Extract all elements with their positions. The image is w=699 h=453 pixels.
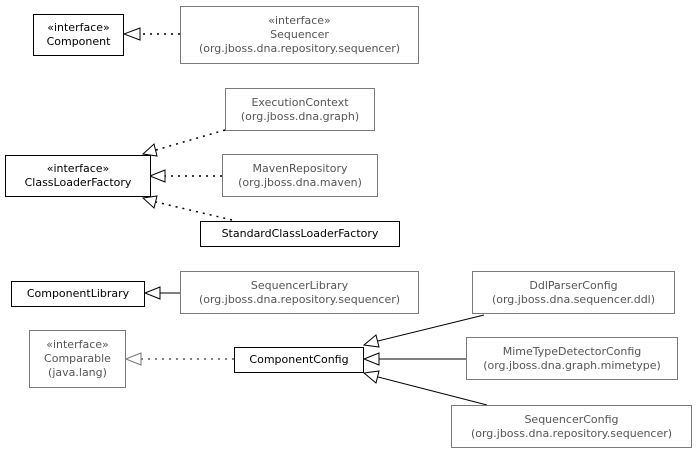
node-component-config[interactable]: ComponentConfig xyxy=(234,347,364,373)
node-execution-context-package: (org.jboss.dna.graph) xyxy=(240,109,360,123)
arrowhead-componentconfig-mid xyxy=(362,352,380,366)
node-comparable-name: Comparable xyxy=(44,352,111,365)
node-maven-repository-name: MavenRepository xyxy=(252,161,348,175)
node-comparable-package: (java.lang) xyxy=(48,366,107,379)
arrowhead-component xyxy=(122,27,141,41)
edge-executioncontext-to-classloaderfactory xyxy=(155,129,226,151)
node-component-stereotype: «interface» xyxy=(47,21,110,34)
node-sequencer-name: Sequencer xyxy=(270,28,329,41)
node-component-name: Component xyxy=(46,35,111,48)
edge-sequencerconfig-to-componentconfig xyxy=(377,376,488,406)
arrowhead-componentlibrary xyxy=(143,286,161,300)
node-comparable-stereotype: «interface» xyxy=(46,338,109,351)
node-component-config-name: ComponentConfig xyxy=(249,353,349,366)
node-mime-type-detector-config-name: MimeTypeDetectorConfig xyxy=(502,344,642,358)
node-maven-repository-package: (org.jboss.dna.maven) xyxy=(238,175,362,189)
node-ddl-parser-config-name: DdlParserConfig xyxy=(529,278,618,292)
node-sequencer-stereotype: «interface» xyxy=(268,14,331,27)
node-component[interactable]: «interface» Component xyxy=(33,14,124,56)
node-comparable[interactable]: «interface» Comparable (java.lang) xyxy=(29,330,126,388)
node-sequencer-config-name: SequencerConfig xyxy=(524,412,619,426)
node-sequencer-config-package: (org.jboss.dna.repository.sequencer) xyxy=(470,426,673,440)
node-class-loader-factory[interactable]: «interface» ClassLoaderFactory xyxy=(5,155,151,197)
node-sequencer-config[interactable]: SequencerConfig (org.jboss.dna.repositor… xyxy=(451,405,692,448)
arrowhead-componentconfig-top xyxy=(362,334,380,348)
arrowhead-classloaderfactory-bottom xyxy=(141,195,158,209)
node-maven-repository[interactable]: MavenRepository (org.jboss.dna.maven) xyxy=(222,154,378,197)
arrowhead-classloaderfactory-mid xyxy=(148,169,166,183)
node-sequencer[interactable]: «interface» Sequencer (org.jboss.dna.rep… xyxy=(180,6,419,64)
node-ddl-parser-config[interactable]: DdlParserConfig (org.jboss.dna.sequencer… xyxy=(472,271,675,314)
node-ddl-parser-config-package: (org.jboss.dna.sequencer.ddl) xyxy=(491,292,656,306)
node-execution-context[interactable]: ExecutionContext (org.jboss.dna.graph) xyxy=(225,88,375,131)
node-sequencer-package: (org.jboss.dna.repository.sequencer) xyxy=(198,42,401,55)
node-class-loader-factory-stereotype: «interface» xyxy=(46,162,110,175)
arrowhead-componentconfig-bottom xyxy=(362,370,380,384)
node-execution-context-name: ExecutionContext xyxy=(251,95,349,109)
edge-ddlparserconfig-to-componentconfig xyxy=(377,314,485,342)
node-standard-class-loader-factory-name: StandardClassLoaderFactory xyxy=(221,227,379,240)
node-class-loader-factory-name: ClassLoaderFactory xyxy=(24,176,132,189)
edge-standardclassloaderfactory-to-classloaderfactory xyxy=(155,201,233,221)
node-component-library-name: ComponentLibrary xyxy=(26,287,130,300)
node-sequencer-library-package: (org.jboss.dna.repository.sequencer) xyxy=(198,292,401,306)
arrowhead-comparable xyxy=(124,352,142,366)
node-sequencer-library[interactable]: SequencerLibrary (org.jboss.dna.reposito… xyxy=(180,271,419,314)
node-sequencer-library-name: SequencerLibrary xyxy=(250,278,349,292)
node-standard-class-loader-factory[interactable]: StandardClassLoaderFactory xyxy=(200,221,400,247)
node-component-library[interactable]: ComponentLibrary xyxy=(11,281,145,307)
node-mime-type-detector-config[interactable]: MimeTypeDetectorConfig (org.jboss.dna.gr… xyxy=(466,337,678,380)
node-mime-type-detector-config-package: (org.jboss.dna.graph.mimetype) xyxy=(483,358,661,372)
